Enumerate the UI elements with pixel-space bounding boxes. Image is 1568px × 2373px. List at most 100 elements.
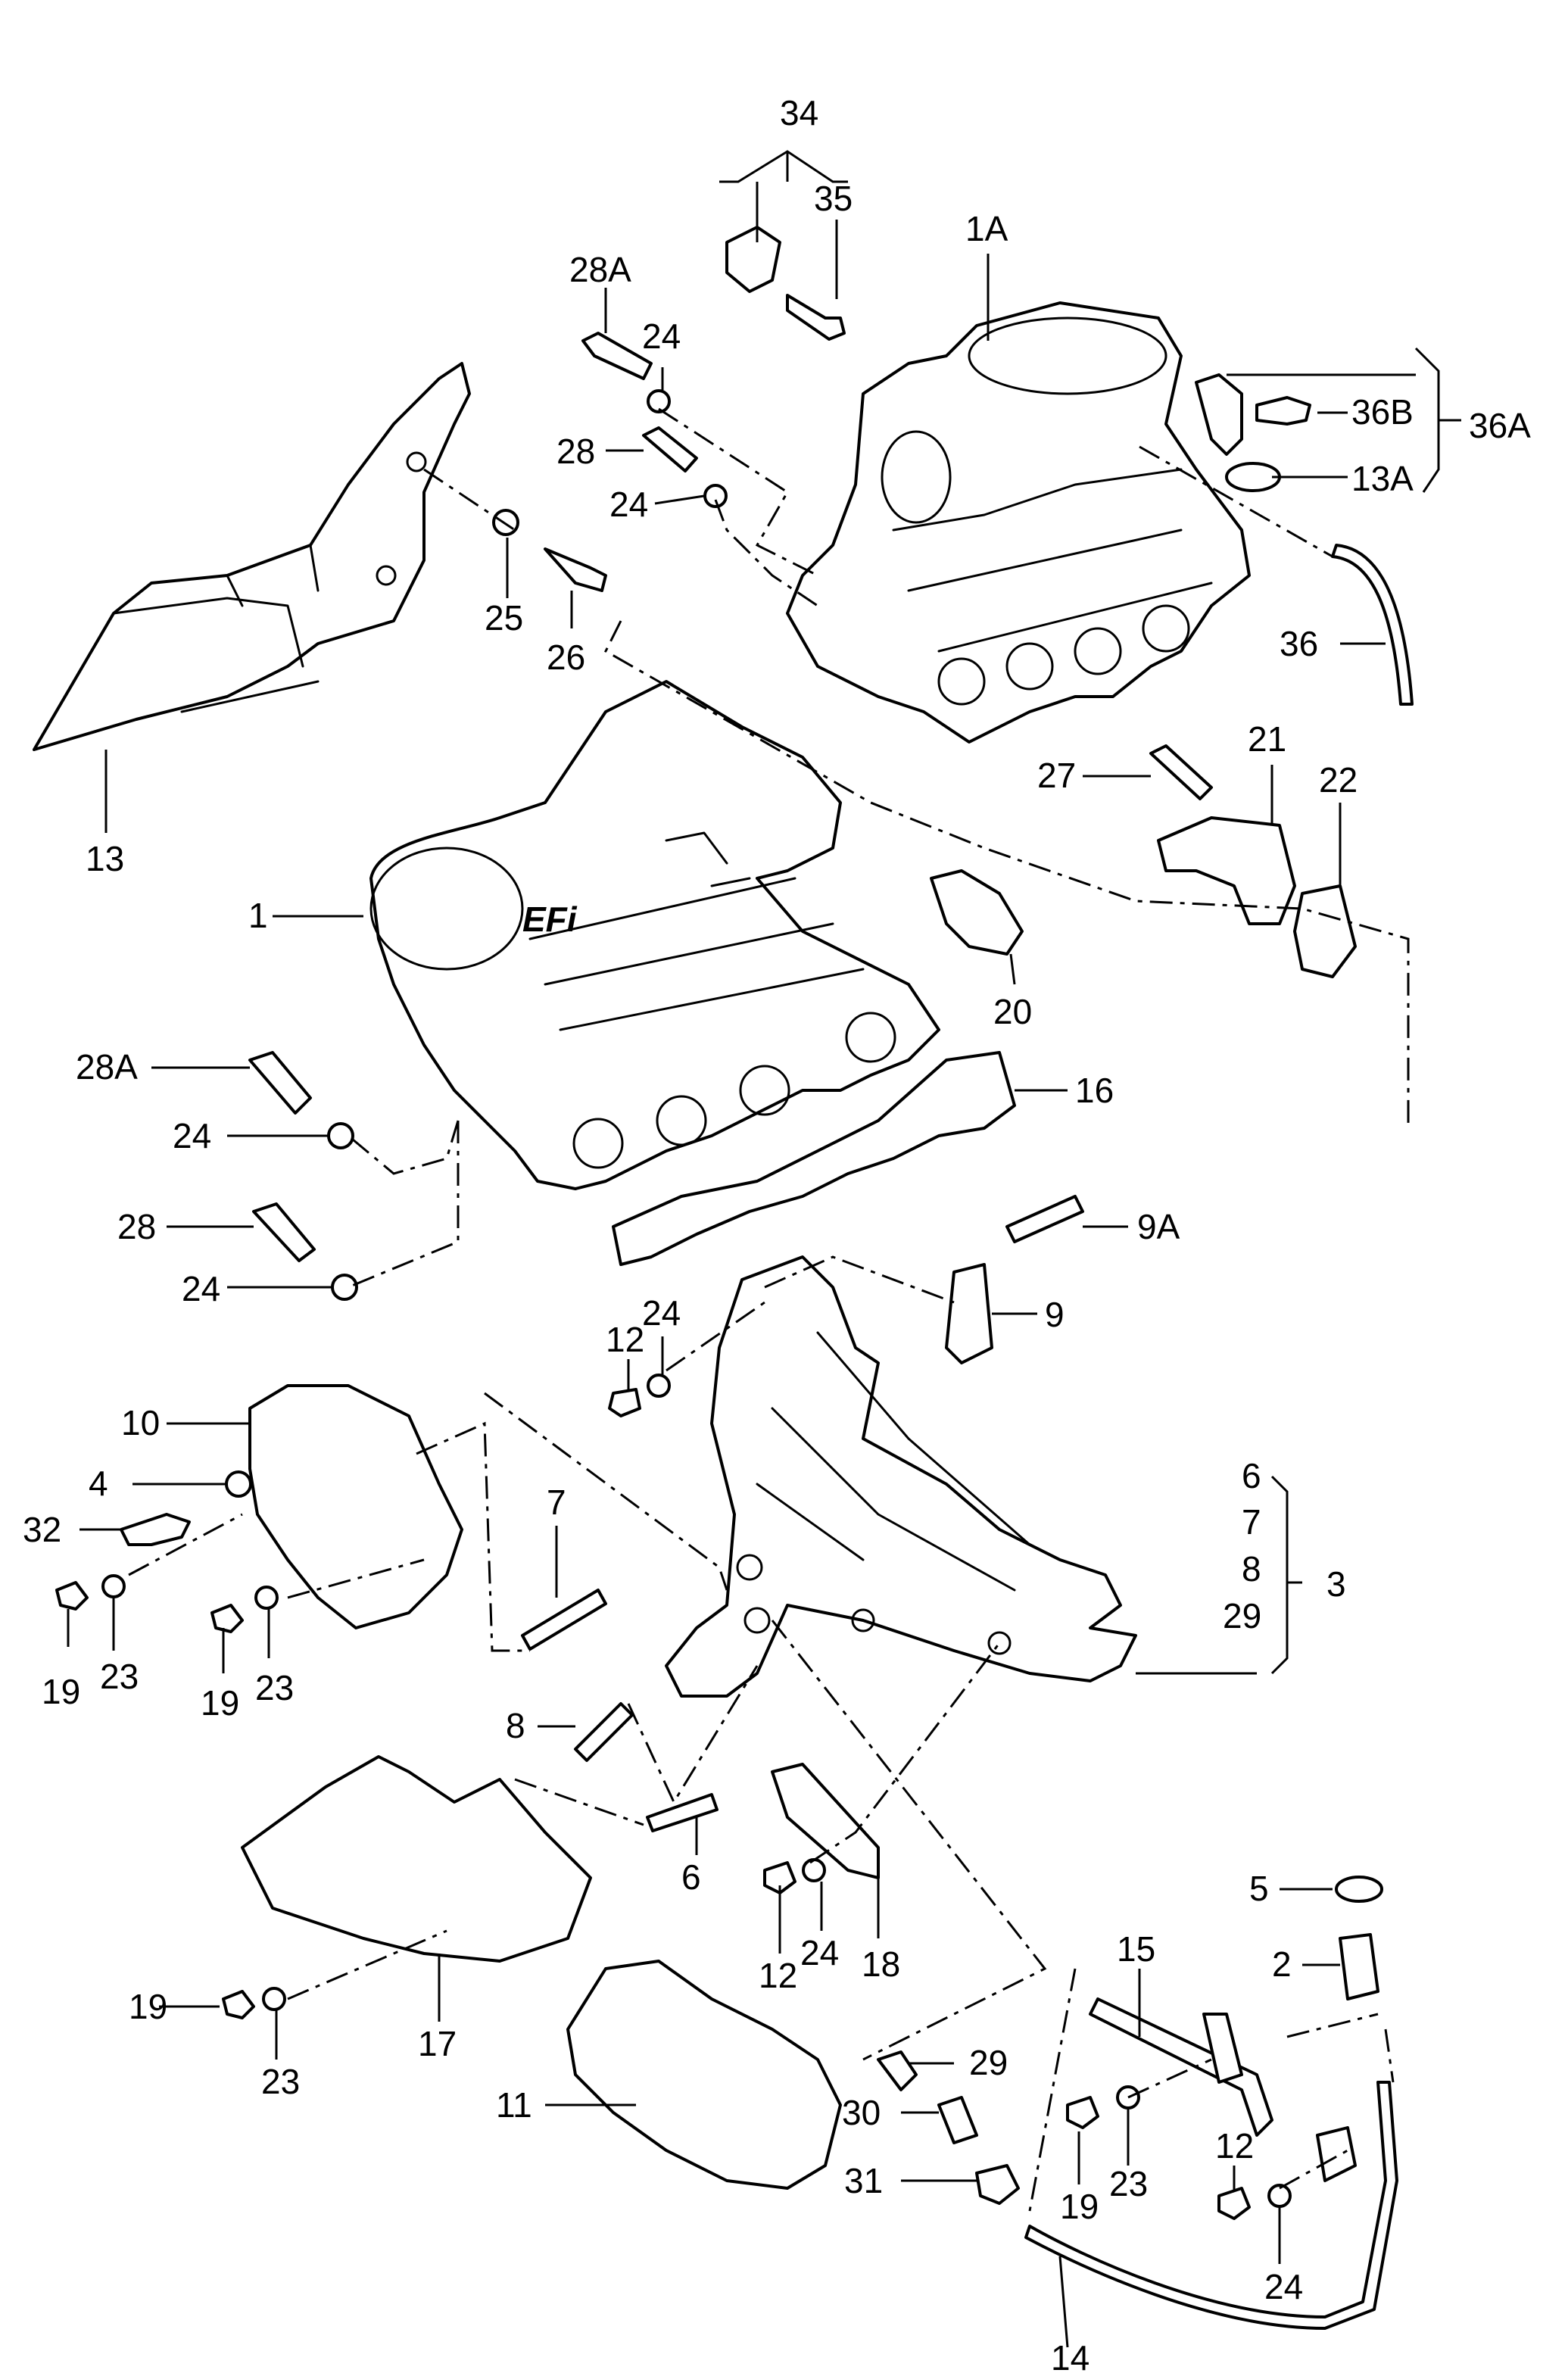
label-19-a: 19: [42, 1672, 80, 1711]
label-25: 25: [485, 598, 523, 638]
washer-23-b: [254, 1586, 279, 1610]
screw-28-upper: [642, 426, 698, 472]
screw-35: [786, 294, 846, 341]
label-23-b: 23: [255, 1668, 294, 1707]
label-8-right: 8: [1242, 1549, 1261, 1589]
label-9A: 9A: [1137, 1207, 1180, 1246]
washer-24-d: [331, 1274, 358, 1301]
washer-24-g: [1267, 2184, 1292, 2208]
label-8-left: 8: [506, 1706, 525, 1745]
heat-shield-17: [241, 1755, 592, 1963]
screw-28-lower: [252, 1202, 316, 1262]
label-12-a: 12: [606, 1320, 644, 1359]
pipe-14: [1024, 2081, 1398, 2330]
heat-shield-10: [248, 1384, 463, 1629]
label-31: 31: [844, 2161, 883, 2200]
exhaust-manifold-3: [665, 1255, 1137, 1698]
label-24-b: 24: [609, 485, 648, 524]
label-28A-upper: 28A: [569, 250, 631, 289]
leader-lines: [67, 150, 1461, 2348]
label-24-a: 24: [642, 317, 681, 356]
label-24-g: 24: [1264, 2267, 1303, 2306]
label-24-d: 24: [182, 1269, 220, 1308]
label-29-right: 29: [1223, 1596, 1261, 1636]
washer-24-a: [647, 389, 671, 413]
label-3: 3: [1326, 1564, 1346, 1604]
label-10: 10: [121, 1403, 160, 1442]
washer-23-c: [262, 1987, 286, 2011]
label-5: 5: [1249, 1869, 1269, 1908]
nut-19-d: [1066, 2096, 1099, 2129]
hose-36: [1331, 544, 1414, 706]
label-7-left: 7: [547, 1483, 566, 1522]
nut-19-a: [55, 1581, 89, 1611]
nut-12-b: [763, 1861, 796, 1894]
label-26: 26: [547, 638, 585, 677]
label-23-a: 23: [100, 1657, 139, 1696]
label-19-c: 19: [129, 1987, 167, 2026]
label-23-c: 23: [261, 2062, 300, 2101]
washer-23-a: [101, 1574, 126, 1598]
grommet-13A: [1225, 462, 1281, 492]
washer-24-c: [327, 1122, 354, 1149]
heat-shield-11: [566, 1960, 842, 2190]
label-24-e: 24: [642, 1293, 681, 1333]
stud-6: [646, 1793, 719, 1832]
washer-24-f: [802, 1858, 826, 1882]
label-28-upper: 28: [556, 432, 595, 471]
nut-19-b: [210, 1604, 244, 1633]
screw-28A-lower: [248, 1051, 312, 1115]
label-20: 20: [993, 992, 1032, 1031]
stud-8: [574, 1702, 634, 1762]
screw-28A-upper: [581, 332, 653, 380]
washer-4: [225, 1470, 252, 1498]
label-19-b: 19: [201, 1683, 239, 1723]
stud-9A: [1005, 1195, 1084, 1243]
label-34: 34: [780, 93, 818, 133]
gasket-16: [612, 1051, 1016, 1266]
label-15: 15: [1117, 1929, 1155, 1969]
stud-7: [521, 1589, 607, 1651]
label-2: 2: [1272, 1944, 1292, 1984]
label-24-c: 24: [173, 1116, 211, 1155]
bracket-36A: [1195, 373, 1243, 456]
label-36: 36: [1280, 624, 1318, 663]
label-12-b: 12: [759, 1956, 797, 1995]
label-36A: 36A: [1469, 406, 1531, 445]
label-32: 32: [23, 1510, 61, 1549]
callout-labels: 34 35 1A 28A 24 36B 36A 28 13A 24 25 36 …: [23, 93, 1531, 2373]
gasket-22: [1293, 884, 1357, 978]
label-35: 35: [814, 179, 853, 218]
label-22: 22: [1319, 760, 1358, 800]
label-27: 27: [1037, 756, 1076, 795]
label-11: 11: [496, 2085, 532, 2125]
label-18: 18: [862, 1944, 900, 1984]
washer-25: [492, 509, 519, 536]
label-30: 30: [842, 2093, 881, 2132]
upper-plenum-1A: [786, 301, 1251, 744]
label-1A: 1A: [965, 209, 1008, 248]
fitting-2: [1339, 1933, 1379, 2000]
label-6-left: 6: [681, 1857, 701, 1897]
heat-shield-13: [33, 362, 471, 751]
label-36B: 36B: [1351, 392, 1414, 432]
label-16: 16: [1075, 1071, 1114, 1110]
washer-24-e: [647, 1374, 671, 1398]
label-17: 17: [418, 2024, 457, 2063]
nut-19-c: [222, 1990, 255, 2019]
label-13: 13: [86, 839, 124, 878]
label-9: 9: [1045, 1295, 1065, 1334]
sensor-20: [930, 869, 1024, 956]
bolt-32: [120, 1513, 191, 1546]
assembly-lines: [128, 407, 1410, 2212]
label-7-right: 7: [1242, 1502, 1261, 1542]
label-24-f: 24: [800, 1933, 839, 1972]
screw-26: [544, 547, 607, 592]
clamp-5: [1335, 1876, 1383, 1903]
label-13A: 13A: [1351, 459, 1414, 498]
clip-34: [725, 226, 781, 293]
pipe-15: [1089, 1997, 1273, 2137]
pipe-14-bracket: [1316, 2126, 1357, 2182]
nut-12-a: [608, 1388, 641, 1417]
pipe-15-bracket: [1202, 2013, 1243, 2084]
